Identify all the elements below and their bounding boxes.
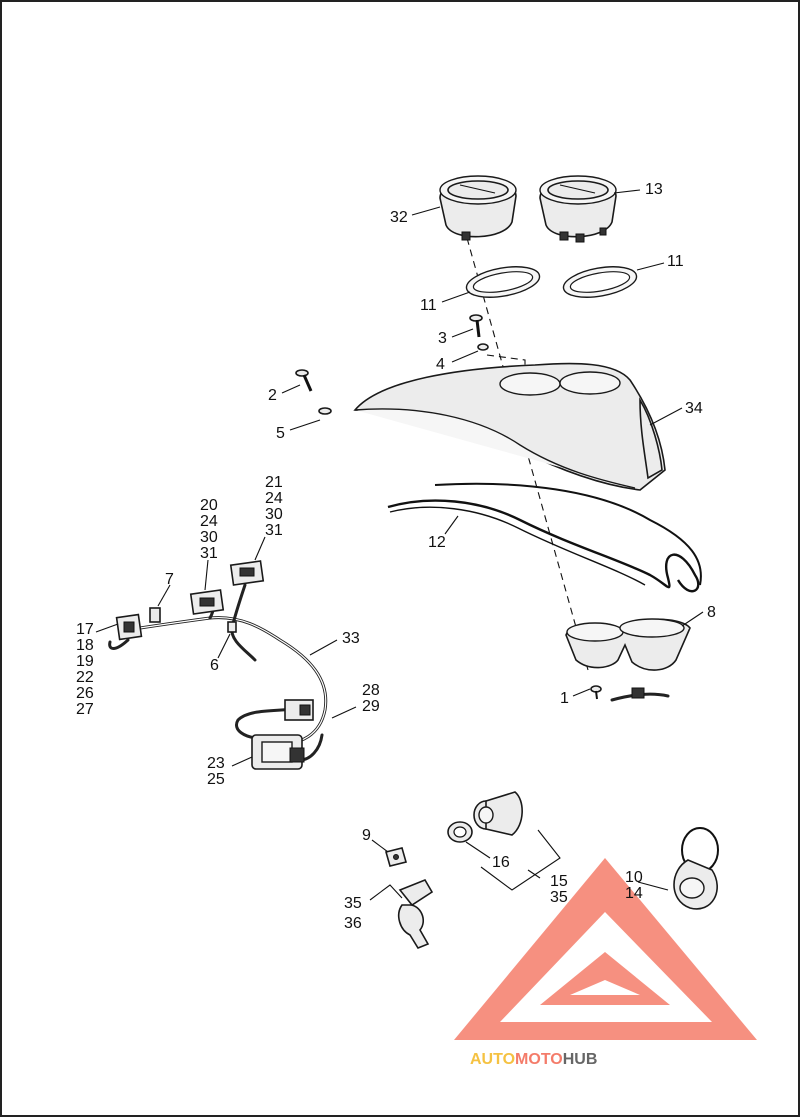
callout-28-group: 28 29 [362,682,384,715]
screw-3 [469,314,483,338]
switch-23 [251,734,305,770]
callout-15-group: 15 35 [550,873,572,906]
callout-labels: 32 13 11 11 3 4 2 5 34 12 8 1 21 24 30 3… [76,181,716,932]
callout-9: 9 [362,827,371,844]
clip-6 [227,621,237,633]
leader-lines [95,189,704,901]
gauge-lead-wire [610,687,670,702]
callout-35-group: 35 36 [344,895,366,932]
watermark-logo-icon [454,858,757,1040]
callout-33: 33 [342,630,360,647]
callout-23-group: 23 25 [207,755,229,788]
callout-11-left: 11 [420,297,437,314]
washer-5 [318,407,332,415]
watermark-text: AUTOMOTOHUB [470,1051,597,1068]
callout-16: 16 [492,854,510,871]
callout-7: 7 [165,571,174,588]
callout-21-group: 21 24 30 31 [265,474,287,539]
nut-16 [447,821,473,843]
callout-6: 6 [210,657,219,674]
connector-21 [229,560,265,586]
key-35 [398,879,434,949]
watermark-part-2: MOTO [515,1051,563,1068]
gauge-32 [439,175,517,241]
key-fob-10 [673,827,719,910]
callout-8: 8 [707,604,716,621]
callout-2: 2 [268,387,277,404]
callout-34: 34 [685,400,703,417]
callout-4: 4 [436,356,445,373]
callout-1: 1 [560,690,569,707]
ignition-switch-15 [473,791,523,836]
connector-20 [189,589,225,615]
ring-11-left [465,266,541,298]
callout-5: 5 [276,425,285,442]
connector-28 [284,699,314,721]
callout-13: 13 [645,181,663,198]
callout-17-group: 17 18 19 22 26 27 [76,621,98,718]
screw-1 [590,685,602,700]
washer-4 [477,343,489,351]
screw-2 [295,369,313,392]
gauge-13 [539,175,617,243]
callout-32: 32 [390,209,408,226]
watermark-part-1: AUTO [470,1051,515,1068]
callout-12: 12 [428,534,446,551]
gasket-12 [387,482,702,593]
ring-11-right [562,266,638,298]
bracket-9 [385,847,407,867]
svg-text:AUTOMOTOHUB: AUTOMOTOHUB [470,1051,597,1068]
watermark-part-3: HUB [563,1051,598,1068]
callout-3: 3 [438,330,447,347]
connector-17 [115,613,143,641]
connector-7 [149,607,161,623]
callout-20-group: 20 24 30 31 [200,497,222,562]
callout-11-right: 11 [667,253,684,270]
gauge-cup-8 [565,618,691,671]
dash-housing-34 [353,362,666,491]
callout-10-group: 10 14 [625,869,647,902]
